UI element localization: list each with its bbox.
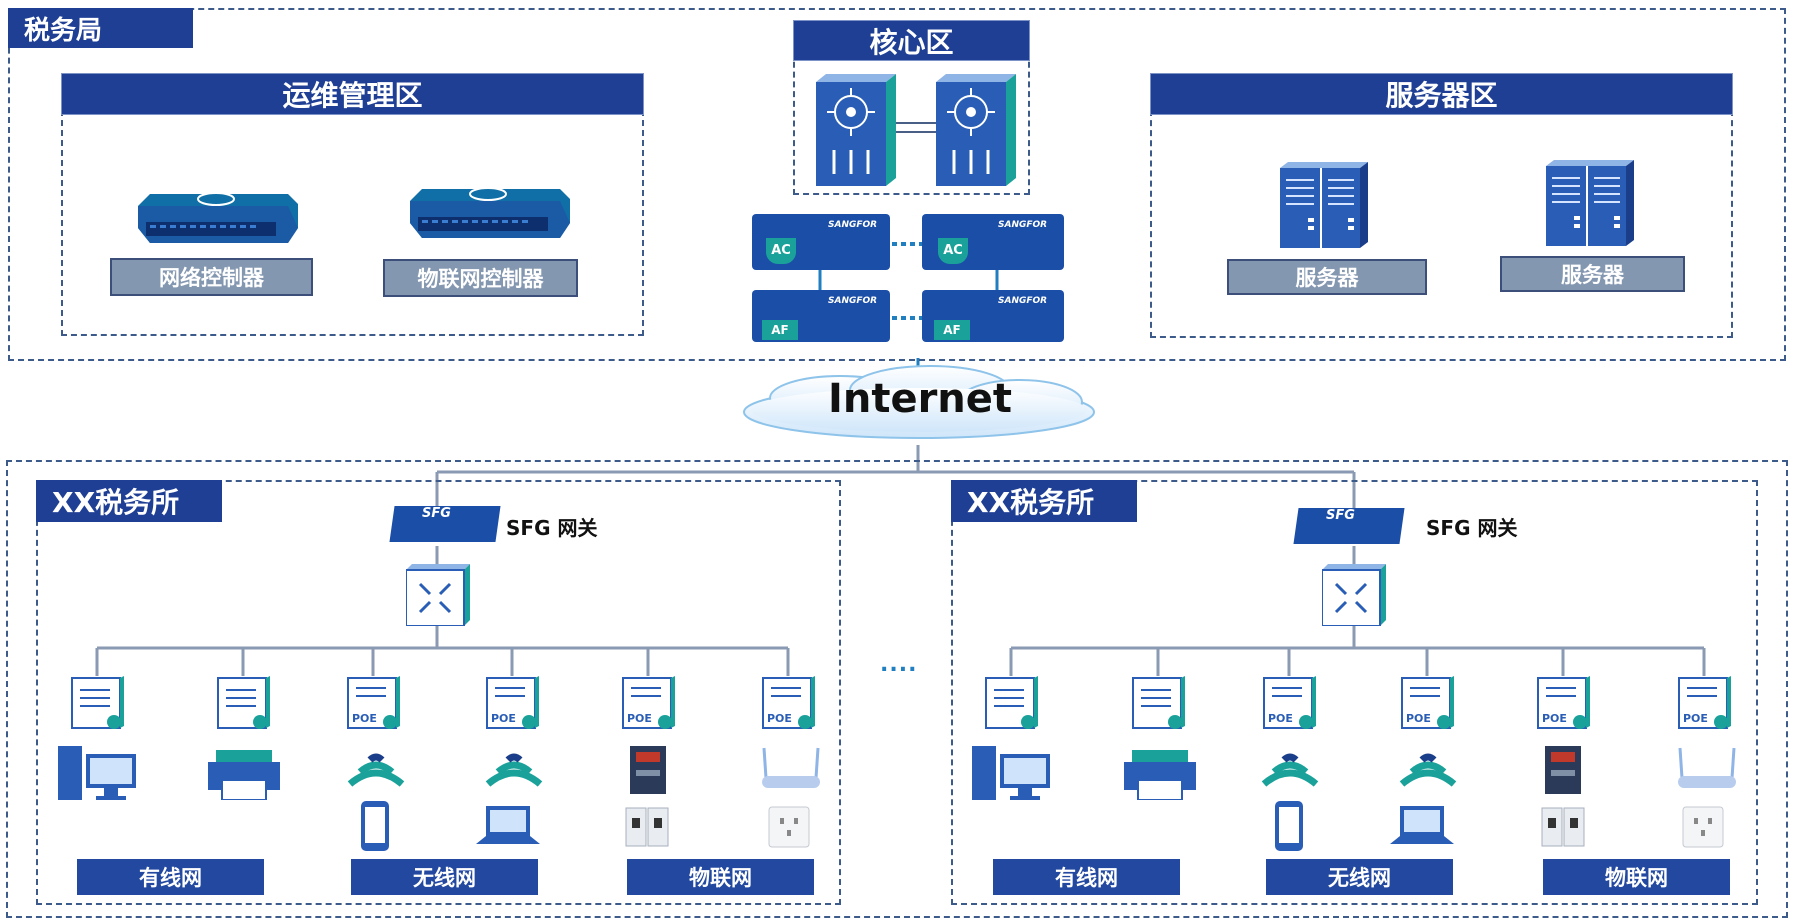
- printer-icon: [208, 750, 280, 800]
- wireless-router-icon: [762, 747, 820, 788]
- laptop-icon: [1390, 806, 1454, 844]
- poe-badge: POE: [1406, 712, 1431, 725]
- server-zone: [1150, 110, 1733, 338]
- group-label-wireless: 无线网: [1266, 859, 1453, 895]
- poe-switch-icon: [486, 676, 539, 729]
- server-zone-title: 服务器区: [1150, 73, 1733, 115]
- poe-switch-icon: [1263, 676, 1316, 729]
- branch-left-title: XX税务所: [36, 480, 222, 522]
- access-switch-icon: [1132, 676, 1185, 729]
- aggregation-switch-icon: [406, 564, 470, 626]
- sangfor-brand: SANGFOR: [998, 296, 1048, 306]
- poe-switch-icon: [1401, 676, 1454, 729]
- ac-badge: AC: [766, 238, 796, 264]
- laptop-icon: [476, 806, 540, 844]
- aggregation-switch-icon: [1322, 564, 1386, 626]
- branch-right-title: XX税务所: [951, 480, 1137, 522]
- hq-region: [8, 8, 1786, 361]
- hq-title: 税务局: [8, 8, 193, 48]
- poe-badge: POE: [491, 712, 516, 725]
- iot-gateway-icon: [630, 746, 666, 794]
- poe-switch-icon: [762, 676, 815, 729]
- access-switch-icon: [71, 676, 124, 729]
- poe-switch-icon: [347, 676, 400, 729]
- group-label-iot: 物联网: [1543, 859, 1730, 895]
- circuit-breaker-icon: [625, 807, 669, 847]
- phone-icon: [1275, 801, 1303, 851]
- phone-icon: [361, 801, 389, 851]
- network-controller-icon: [138, 192, 298, 243]
- wireless-router-icon: [1678, 747, 1736, 788]
- group-label-wired: 有线网: [77, 859, 264, 895]
- more-branches-ellipsis: ....: [880, 652, 918, 677]
- wifi-icon: [485, 753, 543, 787]
- poe-badge: POE: [352, 712, 377, 725]
- poe-switch-icon: [622, 676, 675, 729]
- wifi-icon: [1399, 753, 1457, 787]
- core-zone-title: 核心区: [793, 20, 1030, 61]
- poe-badge: POE: [767, 712, 792, 725]
- group-label-iot: 物联网: [627, 859, 814, 895]
- sangfor-brand: SANGFOR: [828, 296, 878, 306]
- printer-icon: [1124, 750, 1196, 800]
- power-socket-icon: [1682, 806, 1724, 848]
- power-socket-icon: [768, 806, 810, 848]
- access-switch-icon: [985, 676, 1038, 729]
- access-switch-icon: [217, 676, 270, 729]
- group-label-wireless: 无线网: [351, 859, 538, 895]
- ac-badge: AC: [938, 238, 968, 264]
- internet-label: Internet: [827, 376, 1013, 422]
- network-controller-label: 网络控制器: [110, 258, 313, 296]
- poe-switch-icon: [1678, 676, 1731, 729]
- sfg-gateway-mark: SFG: [422, 506, 451, 521]
- poe-badge: POE: [1268, 712, 1293, 725]
- poe-badge: POE: [1683, 712, 1708, 725]
- poe-switch-icon: [1537, 676, 1590, 729]
- internet-cloud-icon: [743, 365, 1095, 439]
- sangfor-brand: SANGFOR: [998, 220, 1048, 230]
- iot-controller-label: 物联网控制器: [383, 259, 578, 297]
- core-switch-icon: [936, 74, 1016, 186]
- server-label: 服务器: [1500, 256, 1685, 292]
- poe-badge: POE: [627, 712, 652, 725]
- poe-badge: POE: [1542, 712, 1567, 725]
- sfg-gateway-label: SFG 网关: [1426, 516, 1518, 540]
- server-label: 服务器: [1227, 259, 1427, 295]
- sangfor-brand: SANGFOR: [828, 220, 878, 230]
- ops-zone-title: 运维管理区: [61, 73, 644, 115]
- computer-icon: [58, 746, 136, 800]
- wifi-icon: [1261, 753, 1319, 787]
- wifi-icon: [347, 753, 405, 787]
- server-icon: [1280, 162, 1368, 248]
- core-switch-icon: [816, 74, 896, 186]
- iot-controller-icon: [410, 187, 570, 238]
- sfg-gateway-mark: SFG: [1326, 508, 1355, 523]
- sfg-gateway-label: SFG 网关: [506, 516, 598, 540]
- server-icon: [1546, 160, 1634, 246]
- af-badge: AF: [762, 320, 798, 340]
- branch-right: [951, 480, 1758, 905]
- af-badge: AF: [934, 320, 970, 340]
- branch-region: [6, 460, 1788, 918]
- computer-icon: [972, 746, 1050, 800]
- group-label-wired: 有线网: [993, 859, 1180, 895]
- circuit-breaker-icon: [1541, 807, 1585, 847]
- iot-gateway-icon: [1545, 746, 1581, 794]
- branch-left: [36, 480, 841, 905]
